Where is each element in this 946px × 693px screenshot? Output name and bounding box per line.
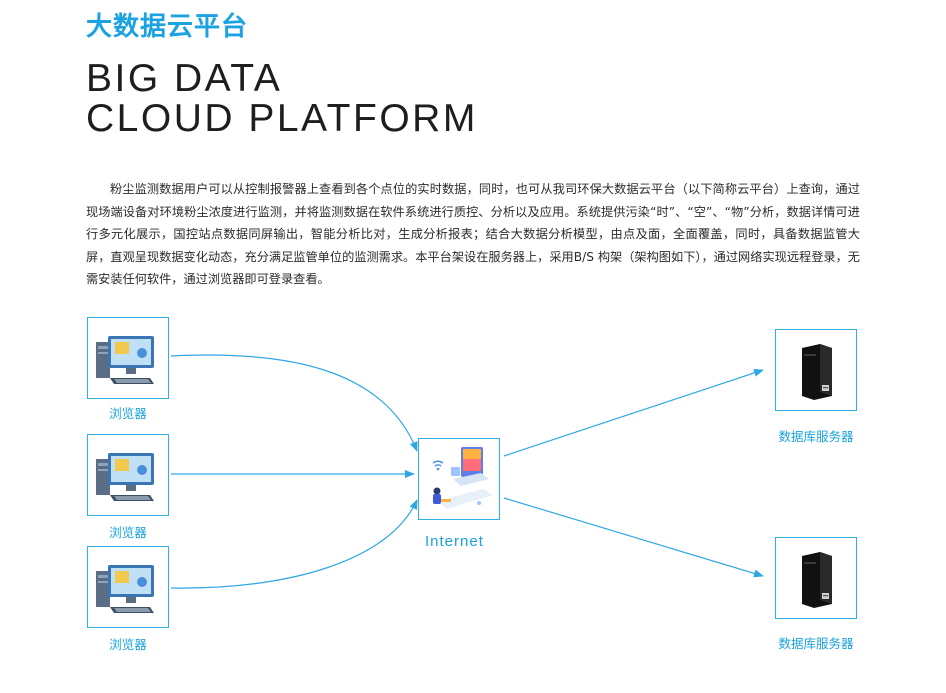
browser-label-1: 浏览器 — [109, 406, 147, 421]
server-node — [775, 329, 857, 411]
page-title-cn: 大数据云平台 — [86, 12, 249, 42]
browser-node — [87, 546, 169, 628]
page-title-en-line1: BIG DATA — [86, 57, 283, 100]
internet-node — [418, 438, 500, 520]
connector-browser1-internet — [170, 354, 418, 452]
server-tower-icon — [802, 344, 832, 400]
server-tower-icon — [802, 552, 832, 608]
page-title-en-line2: CLOUD PLATFORM — [86, 97, 478, 140]
internet-label: Internet — [425, 533, 484, 550]
browser-node — [87, 434, 169, 516]
browser-label-3: 浏览器 — [109, 637, 147, 652]
intro-paragraph: 粉尘监测数据用户可以从控制报警器上查看到各个点位的实时数据，同时，也可从我司环保… — [86, 182, 860, 287]
server-label-1: 数据库服务器 — [778, 429, 854, 444]
server-label-2: 数据库服务器 — [778, 636, 854, 651]
internet-illustration-icon — [432, 447, 493, 509]
computer-icon — [96, 565, 154, 613]
connector-browser3-internet — [170, 499, 418, 589]
connector-internet-server1 — [503, 369, 764, 457]
server-node — [775, 537, 857, 619]
browser-node — [87, 317, 169, 399]
computer-icon — [96, 453, 154, 501]
computer-icon — [96, 336, 154, 384]
connector-internet-server2 — [503, 497, 764, 578]
browser-label-2: 浏览器 — [109, 525, 147, 540]
